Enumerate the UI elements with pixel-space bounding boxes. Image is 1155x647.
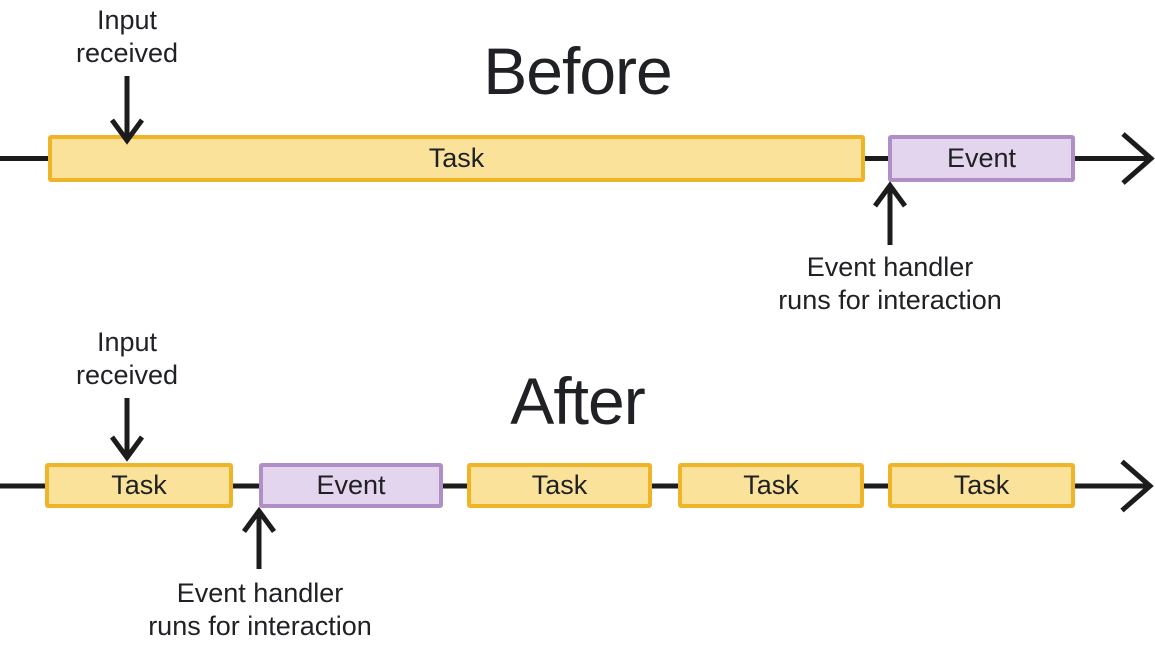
- before-input-annotation-line1: Input: [96, 5, 158, 35]
- after-task-block-2: Task: [467, 463, 652, 508]
- before-handler-annotation-line1: Event handler: [806, 252, 974, 282]
- after-event-block: Event: [259, 463, 443, 508]
- after-handler-annotation-line2: runs for interaction: [148, 611, 372, 641]
- after-input-annotation-line1: Input: [96, 327, 158, 357]
- after-task-4-label: Task: [953, 470, 1010, 500]
- after-input-annotation-line2: received: [75, 360, 179, 390]
- after-handler-arrow-icon: [241, 506, 277, 569]
- after-event-label: Event: [316, 470, 386, 500]
- after-input-arrow-head: [109, 435, 145, 462]
- after-task-3-label: Task: [743, 470, 799, 500]
- after-task-block-3: Task: [678, 463, 864, 508]
- before-handler-arrow-head: [872, 181, 908, 208]
- before-handler-arrow-icon: [872, 181, 908, 245]
- after-task-block-1: Task: [45, 463, 233, 508]
- before-input-annotation: Input received: [27, 4, 227, 70]
- before-event-block: Event: [888, 135, 1075, 182]
- after-task-block-4: Task: [888, 463, 1075, 508]
- after-section-title: After: [510, 364, 645, 438]
- before-handler-annotation-line2: runs for interaction: [778, 285, 1002, 315]
- after-handler-arrow-head: [241, 506, 277, 533]
- after-handler-annotation-line1: Event handler: [176, 578, 344, 608]
- before-task-label: Task: [428, 143, 485, 173]
- before-input-annotation-line2: received: [75, 38, 179, 68]
- before-section-title: Before: [483, 34, 672, 108]
- before-event-label: Event: [946, 143, 1017, 173]
- after-input-annotation: Input received: [27, 326, 227, 392]
- after-handler-annotation: Event handler runs for interaction: [85, 577, 435, 643]
- before-handler-annotation: Event handler runs for interaction: [715, 251, 1065, 317]
- after-timeline-arrowhead-icon: [1120, 459, 1154, 513]
- before-timeline-arrowhead-icon: [1121, 132, 1155, 185]
- before-task-block: Task: [48, 135, 865, 182]
- after-task-2-label: Task: [531, 470, 588, 500]
- after-task-1-label: Task: [111, 470, 167, 500]
